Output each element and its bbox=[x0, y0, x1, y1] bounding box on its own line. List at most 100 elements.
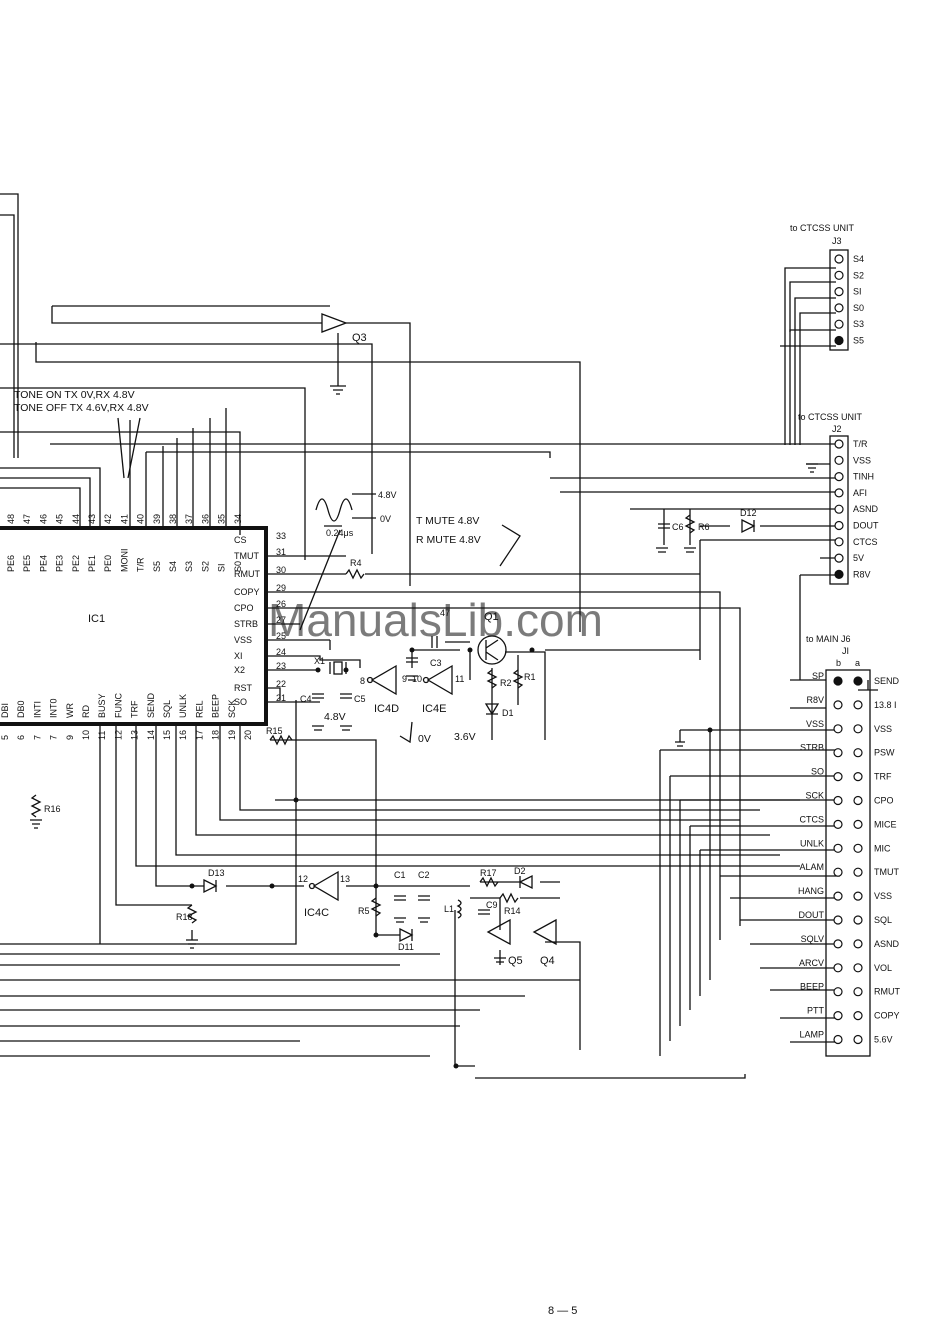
j1-left-label: HANG bbox=[798, 886, 824, 896]
r6-label: R6 bbox=[698, 522, 710, 532]
j3-pin-label: S0 bbox=[853, 303, 864, 313]
j1-right-label: SEND bbox=[874, 676, 900, 686]
ic1-bottom-pin-name: SEND bbox=[146, 692, 156, 718]
j2-pin bbox=[834, 504, 844, 514]
c2-label: C2 bbox=[418, 870, 430, 880]
j2-pin bbox=[834, 472, 844, 482]
j1-pin-a bbox=[853, 987, 863, 997]
j2-body bbox=[829, 435, 849, 585]
ic1-top-pin-number: 48 bbox=[6, 514, 16, 524]
j3-pin bbox=[834, 270, 844, 280]
ic1-top-pin-name: PE6 bbox=[6, 555, 16, 572]
ic4e-label: IC4E bbox=[422, 703, 446, 715]
d1-label: D1 bbox=[502, 708, 514, 718]
ic1-bottom-pin-name: WR bbox=[65, 703, 75, 718]
j2-pin bbox=[834, 439, 844, 449]
j1-right-label: TMUT bbox=[874, 867, 899, 877]
ic1-bottom-pin-number: 5 bbox=[0, 735, 10, 740]
ic1-top-pin-number: 47 bbox=[22, 514, 32, 524]
j1-left-label: LAMP bbox=[799, 1030, 824, 1040]
j2-name: J2 bbox=[832, 424, 842, 434]
j2-pin bbox=[834, 520, 844, 531]
j1-right-label: 13.8 I bbox=[874, 700, 897, 710]
j1-pin-a bbox=[853, 843, 863, 853]
ic1-bottom-pin-number: 9 bbox=[65, 735, 75, 740]
ic4c-label: IC4C bbox=[304, 907, 329, 919]
j1-right-label: SQL bbox=[874, 915, 892, 925]
j1-pin-a bbox=[853, 700, 863, 710]
j1-left-label: BEEP bbox=[800, 982, 824, 992]
ic1-bottom-pin-number: 14 bbox=[146, 730, 156, 740]
ic1-bottom-pin-number: 11 bbox=[97, 731, 107, 740]
j1-pin-a bbox=[853, 891, 863, 901]
ic1-top-pin-name: S0 bbox=[233, 561, 243, 572]
q1-label: Q1 bbox=[484, 611, 499, 623]
d13-label: D13 bbox=[208, 868, 225, 878]
j3-pin-label: S3 bbox=[853, 319, 864, 329]
ic1-body bbox=[0, 526, 268, 726]
ic1-bottom-pin-name: SCK bbox=[227, 699, 237, 718]
c9-label: C9 bbox=[486, 900, 498, 910]
voltage-4-8v: 4.8V bbox=[324, 711, 346, 723]
ic4d-label: IC4D bbox=[374, 703, 399, 715]
ic1-label: IC1 bbox=[88, 613, 105, 625]
pin-9-label: 9 bbox=[402, 674, 407, 684]
ic1-top-pin-name: S4 bbox=[168, 561, 178, 572]
ic1-top-pin-name: S2 bbox=[200, 561, 210, 572]
page-number: 8 — 5 bbox=[548, 1305, 577, 1317]
j1-right-label: COPY bbox=[874, 1011, 900, 1021]
ic1-bottom-pin-number: 7 bbox=[32, 735, 42, 740]
ic1-right-pin-number: 29 bbox=[276, 583, 286, 593]
j2-pin-label: CTCS bbox=[853, 537, 878, 547]
r16-label: R16 bbox=[44, 804, 61, 814]
j1-pin-a bbox=[853, 676, 863, 686]
j2-pin-label: VSS bbox=[853, 455, 871, 465]
j3-pin-label: S5 bbox=[853, 336, 864, 346]
j1-left-label: ARCV bbox=[799, 958, 824, 968]
ic1-bottom-pin-number: 17 bbox=[194, 730, 204, 740]
l1-label: L1 bbox=[444, 904, 454, 914]
ic1-bottom-pin-name: UNLK bbox=[178, 694, 188, 718]
j2-pin-label: TINH bbox=[853, 472, 874, 482]
j1-pin-b bbox=[833, 795, 843, 806]
c3-label: C3 bbox=[430, 658, 442, 668]
r5-label: R5 bbox=[358, 906, 370, 916]
connector-j2: to CTCSS UNIT J2 T/RVSSTINHAFIASNDDOUTCT… bbox=[798, 412, 879, 585]
j2-pin bbox=[834, 537, 844, 547]
ic1-bottom-pin-name: REL bbox=[194, 700, 204, 718]
ic1-right-pin-number: 23 bbox=[276, 661, 286, 671]
ic1-right-pin-number: 27 bbox=[276, 615, 286, 625]
ic1-right-pin-name: XI bbox=[234, 651, 243, 661]
ic1-right-pin-name: SO bbox=[234, 697, 247, 707]
d11-label: D11 bbox=[398, 942, 414, 952]
j2-pin bbox=[834, 455, 844, 465]
pin-13-label: 13 bbox=[340, 874, 350, 884]
ic1-top-pin-name: PE0 bbox=[103, 555, 113, 572]
j1-pin-a bbox=[853, 819, 863, 830]
pin-8-label: 8 bbox=[360, 676, 365, 686]
c5-label: C5 bbox=[354, 694, 366, 704]
q3-label: Q3 bbox=[352, 332, 367, 344]
ic1-bottom-pin-name: RD bbox=[81, 705, 91, 718]
waveform-low-label: 0V bbox=[380, 514, 391, 524]
ic1-right-pin-number: 31 bbox=[276, 547, 286, 557]
j2-title: to CTCSS UNIT bbox=[798, 412, 863, 422]
c-47-label: 47 bbox=[440, 608, 450, 618]
ic1-bottom-pin-name: INT0 bbox=[49, 698, 59, 718]
j3-pin-label: S2 bbox=[853, 270, 864, 280]
ic1-top-pin-number: 37 bbox=[184, 514, 194, 524]
j1-right-label: ASND bbox=[874, 939, 900, 949]
j1-pin-b bbox=[833, 771, 843, 782]
j1-pin-a bbox=[853, 1010, 863, 1021]
j1-right-label: PSW bbox=[874, 748, 895, 758]
j1-pin-b bbox=[833, 867, 843, 877]
j1-left-label: SO bbox=[811, 767, 824, 777]
ic1-right-pin-name: STRB bbox=[234, 619, 258, 629]
r-mute-note: R MUTE 4.8V bbox=[416, 534, 481, 546]
ic1-top-pin-name: PE2 bbox=[71, 555, 81, 572]
watermark: ManualsLib.com bbox=[268, 594, 603, 646]
ic1-top-pin-number: 34 bbox=[233, 514, 243, 524]
ic1-top-pin-number: 42 bbox=[103, 514, 113, 524]
